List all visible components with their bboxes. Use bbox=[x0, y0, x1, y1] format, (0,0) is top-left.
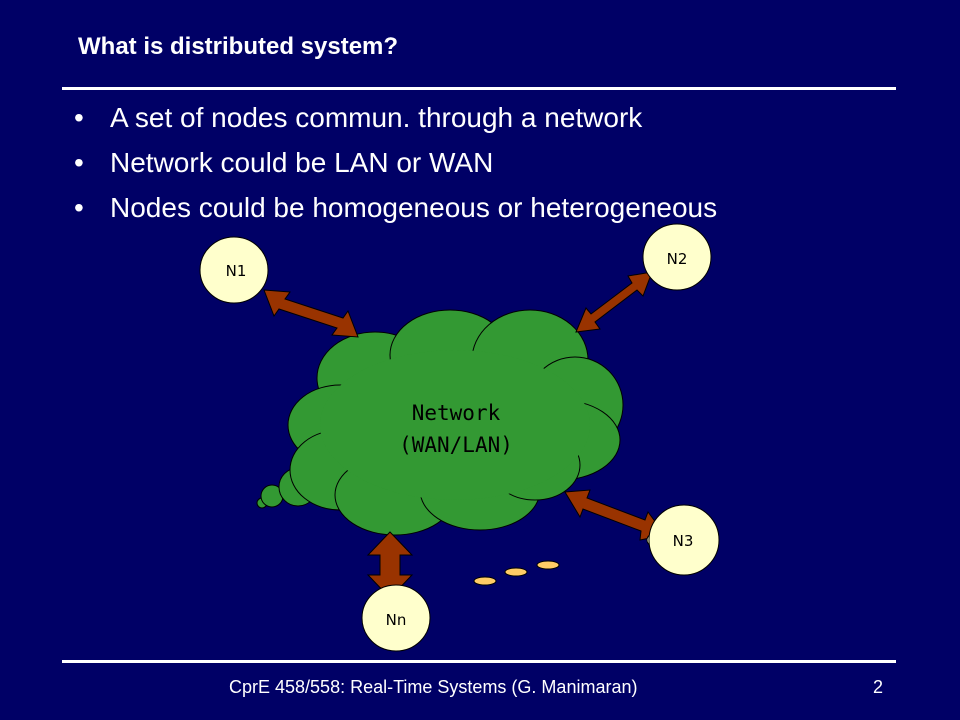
bullet-text: Nodes could be homogeneous or heterogene… bbox=[110, 192, 718, 223]
bullet-item: • Nodes could be homogeneous or heterogen… bbox=[74, 185, 717, 230]
footer-course: CprE 458/558: Real-Time Systems (G. Mani… bbox=[229, 677, 638, 697]
bullet-dot: • bbox=[74, 192, 84, 223]
network-label-line1: Network bbox=[412, 401, 501, 425]
trail-dot bbox=[504, 567, 528, 577]
bullet-dot: • bbox=[74, 147, 84, 178]
node-n2 bbox=[642, 223, 712, 291]
node-nn bbox=[361, 584, 431, 652]
node-nn-label: Nn bbox=[386, 611, 407, 629]
node-n3 bbox=[648, 504, 720, 576]
node-n1-label: N1 bbox=[226, 262, 247, 280]
slide-title: What is distributed system? bbox=[78, 33, 399, 60]
top-divider bbox=[62, 87, 896, 90]
node-n2-label: N2 bbox=[667, 250, 688, 268]
arrow-n2 bbox=[575, 271, 653, 333]
bottom-divider bbox=[62, 660, 896, 663]
bullet-item: • Network could be LAN or WAN bbox=[74, 140, 717, 185]
bullet-text: Network could be LAN or WAN bbox=[110, 147, 494, 178]
trail-dot bbox=[536, 560, 560, 570]
page-number: 2 bbox=[873, 677, 884, 697]
bullet-text: A set of nodes commun. through a network bbox=[110, 102, 643, 133]
network-label-line2: (WAN/LAN) bbox=[399, 433, 513, 457]
node-n1 bbox=[199, 236, 269, 304]
bullet-list: • A set of nodes commun. through a networ… bbox=[74, 95, 717, 230]
arrow-n1 bbox=[263, 289, 359, 338]
bullet-dot: • bbox=[74, 102, 84, 133]
node-n3-label: N3 bbox=[673, 532, 694, 550]
network-cloud bbox=[256, 309, 624, 536]
trail-dot bbox=[473, 576, 497, 586]
bullet-item: • A set of nodes commun. through a networ… bbox=[74, 95, 717, 140]
